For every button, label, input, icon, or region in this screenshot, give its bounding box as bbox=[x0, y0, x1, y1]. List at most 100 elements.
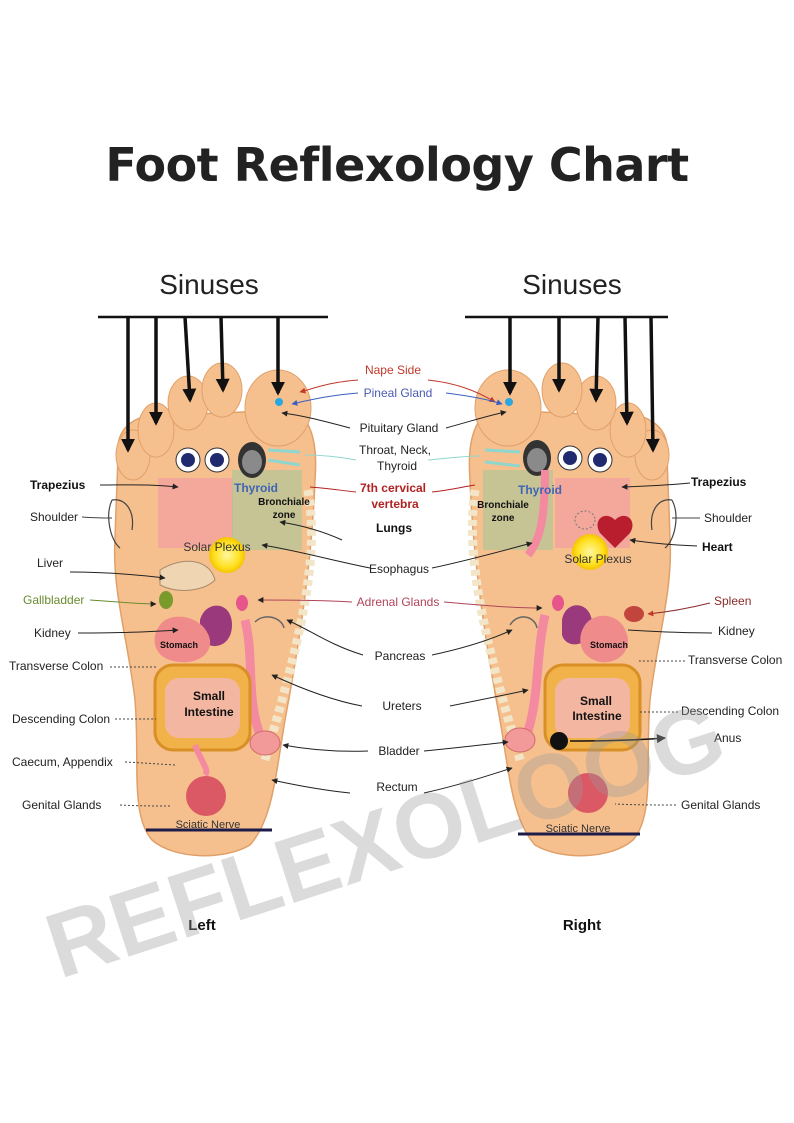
left-kidney-label: Kidney bbox=[34, 626, 71, 640]
right-shoulder-icon bbox=[650, 499, 677, 549]
esophagus-leader-left bbox=[261, 542, 371, 569]
kidney-leader-left bbox=[77, 627, 179, 634]
left-shoulder-label: Shoulder bbox=[30, 510, 78, 524]
liver-leader-left bbox=[69, 571, 166, 581]
pituitary-leader-left bbox=[281, 410, 351, 429]
left-solar-plexus-icon bbox=[209, 537, 245, 573]
throat-leader-left bbox=[304, 454, 357, 461]
left-sciatic-label: Sciatic Nerve bbox=[176, 819, 241, 831]
right-solar-plexus-icon bbox=[572, 534, 608, 570]
genital-leader-right bbox=[614, 803, 677, 806]
left-sinus-arrow-3 bbox=[182, 316, 197, 403]
left-transverse-label: Transverse Colon bbox=[9, 659, 103, 673]
adrenal-label: Adrenal Glands bbox=[357, 595, 440, 609]
left-rectum-icon bbox=[192, 743, 210, 778]
page-title: Foot Reflexology Chart bbox=[105, 138, 689, 192]
left-eye-2-pupil bbox=[210, 453, 224, 467]
right-solar-plexus-label: Solar Plexus bbox=[564, 552, 631, 566]
left-sinus-arrows bbox=[98, 315, 328, 453]
left-shoulder-icon bbox=[108, 499, 134, 549]
right-anus-label: Anus bbox=[714, 731, 741, 745]
left-foot-caption: Left bbox=[188, 917, 216, 934]
left-throat-line-1 bbox=[267, 448, 301, 454]
left-bronchiale-label-2: zone bbox=[273, 510, 296, 521]
right-anus-dot bbox=[550, 732, 568, 750]
ureters-leader-right bbox=[449, 688, 529, 707]
right-sinus-arrow-4 bbox=[619, 316, 634, 426]
pituitary-leader-right bbox=[445, 410, 507, 429]
pancreas-label: Pancreas bbox=[375, 649, 426, 663]
right-spleen-icon bbox=[624, 606, 644, 622]
right-eye-1-pupil bbox=[563, 451, 577, 465]
nape-leader-right bbox=[427, 379, 496, 403]
throat-leader-right bbox=[427, 455, 481, 461]
left-stomach-icon bbox=[154, 616, 211, 663]
anus-leader-right bbox=[569, 734, 666, 744]
right-adrenal-icon bbox=[552, 595, 564, 611]
right-stomach-label: Stomach bbox=[590, 640, 628, 650]
right-throat-inner bbox=[527, 448, 547, 472]
pituitary-label: Pituitary Gland bbox=[360, 421, 439, 435]
right-bronchiale-label-1: Bronchiale bbox=[477, 500, 529, 511]
rectum-label: Rectum bbox=[376, 780, 417, 794]
rectum-leader-right bbox=[423, 766, 513, 794]
right-trapezius-label: Trapezius bbox=[691, 475, 747, 489]
left-small-intestine-label-2: Intestine bbox=[184, 705, 234, 719]
right-heart-label: Heart bbox=[702, 540, 733, 554]
right-small-intestine-icon bbox=[555, 678, 630, 738]
right-thyroid-label: Thyroid bbox=[518, 483, 562, 497]
right-throat-line-2 bbox=[484, 460, 521, 468]
right-bronchiale-label-2: zone bbox=[492, 513, 515, 524]
left-bladder-icon bbox=[249, 730, 281, 756]
spleen-leader-right bbox=[647, 602, 711, 617]
leader-lines bbox=[69, 379, 713, 807]
left-throat-line-2 bbox=[267, 458, 301, 467]
foot-captions: Sinuses Sinuses Left Right bbox=[159, 269, 622, 934]
left-liver-label: Liver bbox=[37, 556, 63, 570]
left-trapezius-label: Trapezius bbox=[30, 478, 86, 492]
right-eye-2-pupil bbox=[593, 453, 607, 467]
genital-leader-left bbox=[119, 804, 171, 807]
left-foot bbox=[108, 362, 317, 857]
ureters-label: Ureters bbox=[382, 699, 421, 713]
left-sinus-arrow-4 bbox=[215, 316, 230, 393]
right-small-intestine-label-2: Intestine bbox=[572, 709, 622, 723]
gallbladder-leader-left bbox=[89, 599, 157, 607]
right-kidney-label: Kidney bbox=[718, 624, 755, 638]
right-sinus-arrow-5 bbox=[645, 316, 660, 453]
heart-leader-right bbox=[629, 537, 698, 547]
left-lung-zone bbox=[232, 470, 302, 550]
left-thyroid-label: Thyroid bbox=[234, 481, 278, 495]
cervical-leader-left bbox=[309, 486, 357, 493]
right-genital-icon bbox=[568, 773, 608, 813]
left-genital-icon bbox=[186, 776, 226, 816]
right-heart-icon bbox=[597, 515, 633, 548]
left-adrenal-icon bbox=[236, 595, 248, 611]
right-esophagus-icon bbox=[524, 469, 549, 558]
left-bronchiale-label-1: Bronchiale bbox=[258, 497, 310, 508]
left-small-intestine-icon bbox=[165, 678, 240, 738]
throat-label-2: Thyroid bbox=[377, 459, 417, 473]
pineal-leader-right bbox=[445, 392, 503, 406]
left-descending-label: Descending Colon bbox=[12, 712, 110, 726]
left-pituitary-spot bbox=[275, 398, 283, 406]
left-throat-inner bbox=[242, 450, 262, 474]
right-transverse-label: Transverse Colon bbox=[688, 653, 782, 667]
lungs-label: Lungs bbox=[376, 521, 412, 535]
throat-label-1: Throat, Neck, bbox=[359, 443, 431, 457]
right-shoulder-label: Shoulder bbox=[704, 511, 752, 525]
right-descending-label: Descending Colon bbox=[681, 704, 779, 718]
right-spleen-label: Spleen bbox=[714, 594, 751, 608]
trapezius-leader-right bbox=[621, 482, 691, 490]
rectum-leader-left bbox=[271, 778, 351, 794]
nape-leader-left bbox=[299, 379, 359, 394]
left-small-intestine-label-1: Small bbox=[193, 689, 225, 703]
right-sciatic-label: Sciatic Nerve bbox=[546, 823, 611, 835]
left-pancreas-icon bbox=[254, 616, 285, 629]
shoulder-leader-left bbox=[81, 516, 113, 519]
left-gallbladder-icon bbox=[159, 591, 173, 609]
nape-label: Nape Side bbox=[365, 363, 421, 377]
pineal-label: Pineal Gland bbox=[364, 386, 433, 400]
left-caecum-label: Caecum, Appendix bbox=[12, 755, 113, 769]
